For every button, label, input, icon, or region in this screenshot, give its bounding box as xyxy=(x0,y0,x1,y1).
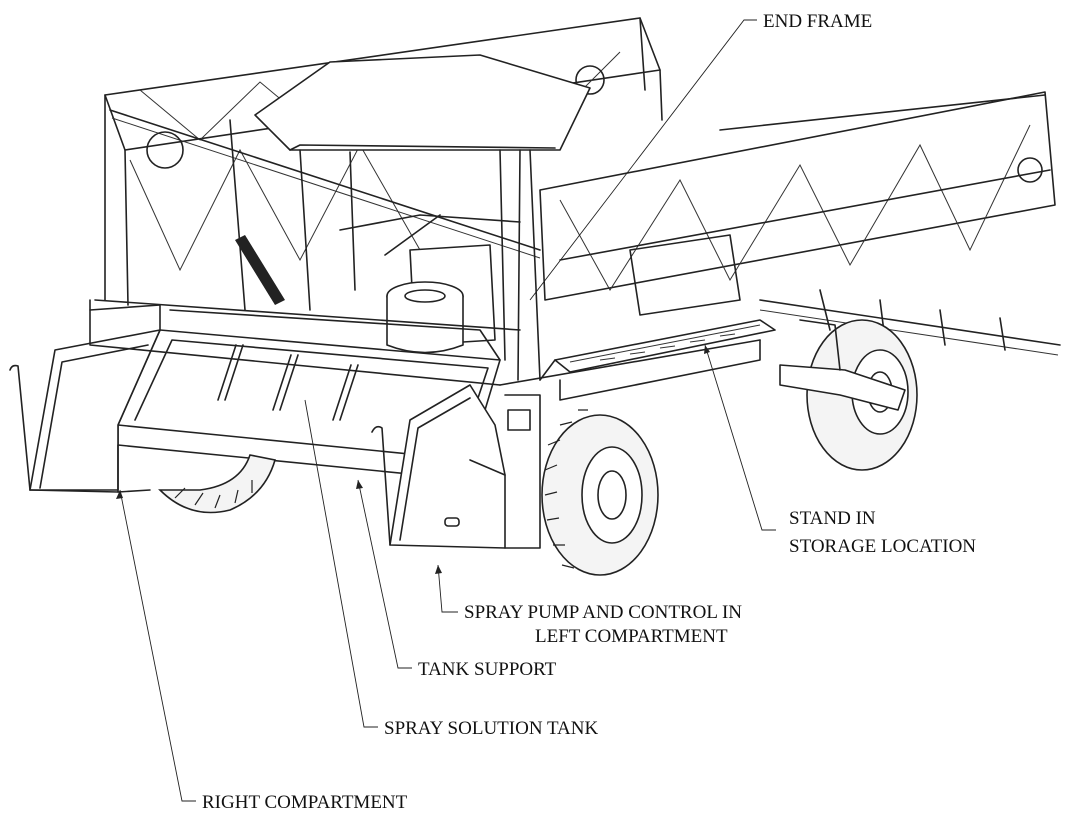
front-tire-left xyxy=(158,454,277,514)
leader-end-frame xyxy=(529,19,757,301)
leader-spray-pump xyxy=(437,564,458,613)
leader-lines xyxy=(116,19,776,802)
callout-spray-pump-line2: LEFT COMPARTMENT xyxy=(535,626,728,647)
chassis xyxy=(89,299,761,386)
leader-right-compartment xyxy=(119,489,196,802)
rear-tire xyxy=(779,319,918,471)
storage-stand-deck xyxy=(554,234,776,401)
callouts: END FRAME STAND IN STORAGE LOCATION SPRA… xyxy=(202,11,976,813)
seat-console xyxy=(384,214,496,354)
callout-tank-support: TANK SUPPORT xyxy=(418,659,557,680)
front-tire-right xyxy=(541,409,659,576)
callout-right-compartment: RIGHT COMPARTMENT xyxy=(202,792,408,813)
callout-stand-line2: STORAGE LOCATION xyxy=(789,536,976,557)
callout-stand-line1: STAND IN xyxy=(789,508,876,529)
leader-tank-support xyxy=(357,479,412,669)
callout-spray-pump-line1: SPRAY PUMP AND CONTROL IN xyxy=(464,602,742,623)
left-compartment xyxy=(371,384,541,549)
right-compartment xyxy=(9,304,161,493)
sprayer-machine-illustration xyxy=(9,17,1061,576)
leader-stand xyxy=(704,344,776,531)
right-boom-truss xyxy=(539,91,1061,356)
callout-end-frame: END FRAME xyxy=(763,11,872,32)
callout-spray-tank: SPRAY SOLUTION TANK xyxy=(384,718,598,739)
cab xyxy=(229,54,591,381)
leader-spray-tank xyxy=(304,399,378,728)
